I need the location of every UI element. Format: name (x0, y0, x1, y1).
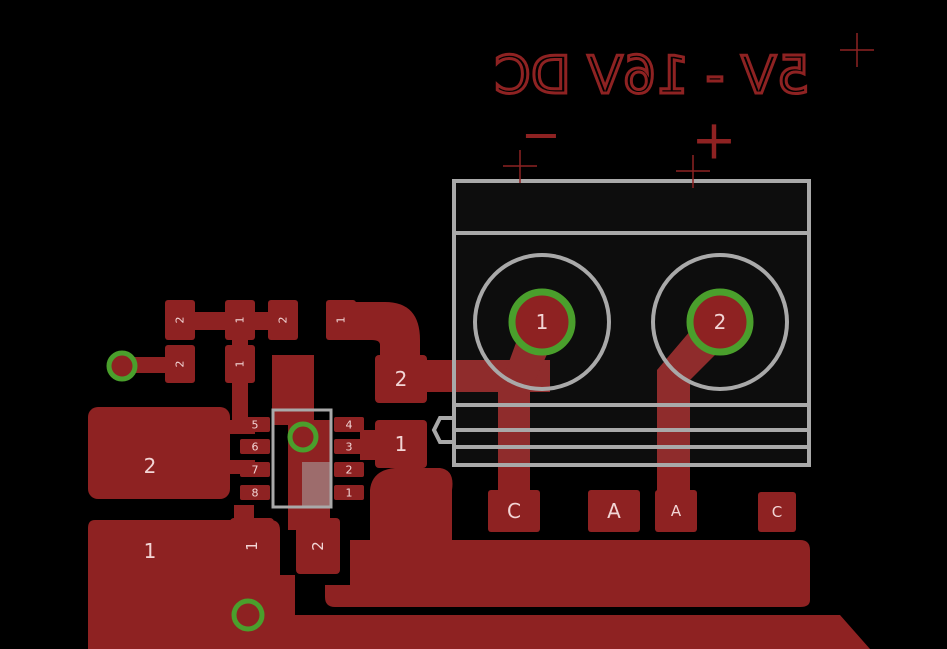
terminal-pad-1-label: 1 (536, 310, 549, 334)
trace-ic-column (272, 355, 314, 425)
pad-top-1-label: 2 (174, 317, 187, 324)
terminal-ring-2 (651, 253, 789, 391)
silkscreen-text: 5V - 16V DC − + (493, 33, 874, 188)
minus-label: − (521, 107, 561, 163)
pad-mid-right-1[interactable] (375, 420, 427, 468)
ic-pin-4-label: 4 (346, 419, 353, 432)
pad-second-1[interactable] (165, 345, 195, 383)
terminal-pad-2-label: 2 (714, 310, 727, 334)
pad-bottom-a-right-label: A (671, 502, 682, 520)
ic-pin-1[interactable] (334, 485, 364, 500)
via-left[interactable] (106, 350, 138, 382)
crosshair-top-right (840, 33, 874, 67)
ic-soic8: 5 6 7 8 4 3 2 1 (240, 408, 364, 509)
ic-pin-6[interactable] (240, 439, 270, 454)
via-ic[interactable] (287, 421, 319, 453)
trace-terminal1-vertical (498, 380, 530, 500)
ground-pour (325, 468, 810, 607)
pad-bottom-a-left[interactable] (588, 490, 640, 532)
trace-terminal2 (657, 310, 735, 500)
pad-top-2-label: 1 (234, 317, 247, 324)
terminal-notch (431, 416, 454, 444)
pad-top-3-label: 2 (277, 317, 290, 324)
pad-bottom-a-right[interactable] (655, 490, 697, 532)
terminal-outline (452, 179, 811, 467)
vias (106, 350, 319, 632)
voltage-label: 5V - 16V DC (494, 46, 809, 106)
pad-bottom-a-left-label: A (607, 499, 621, 523)
ic-pin-1-label: 1 (346, 487, 353, 500)
via-bottom[interactable] (231, 598, 265, 632)
pad-top-4[interactable] (326, 300, 356, 340)
pad-second-2[interactable] (225, 345, 255, 383)
plus-label: + (691, 109, 736, 172)
pad-lower-1[interactable] (230, 518, 274, 574)
terminal-block: 1 2 (431, 179, 811, 467)
pad-mid-right-1-label: 1 (395, 432, 408, 456)
terminal-ring-1 (473, 253, 611, 391)
pad-top-1[interactable] (165, 300, 195, 340)
ic-pin-5[interactable] (240, 417, 270, 432)
pad-mid-right-2-label: 2 (395, 367, 408, 391)
pad-bottom-c-right[interactable] (758, 492, 796, 532)
pad-second-1-label: 2 (174, 361, 187, 368)
crosshair-minus (503, 150, 537, 183)
ic-pin-8[interactable] (240, 485, 270, 500)
ic-pin-3[interactable] (334, 439, 364, 454)
pad-lower-2[interactable] (296, 518, 340, 574)
ground-pour-left (88, 520, 870, 649)
pad-big-left-2-label: 2 (144, 454, 157, 478)
ic-pin-4[interactable] (334, 417, 364, 432)
pad-top-4-label: 1 (335, 317, 348, 324)
pad-lower-1-label: 1 (243, 541, 261, 551)
ic-marker (302, 462, 331, 507)
pad-mid-right-2[interactable] (375, 355, 427, 403)
pad-bottom-c-right-label: C (772, 503, 782, 521)
pad-second-2-label: 1 (234, 361, 247, 368)
pad-bottom-c-left[interactable] (488, 490, 540, 532)
ic-pin-8-label: 8 (252, 487, 259, 500)
pad-big-left-2[interactable] (88, 407, 230, 499)
ic-pin-5-label: 5 (252, 419, 259, 432)
pad-top-3[interactable] (268, 300, 298, 340)
terminal-pad-2[interactable] (686, 288, 754, 356)
pad-top-2[interactable] (225, 300, 255, 340)
terminal-pad-1[interactable] (508, 288, 576, 356)
ic-pin-2[interactable] (334, 462, 364, 477)
ic-pin-6-label: 6 (252, 441, 259, 454)
smd-pads: 2 1 2 1 2 1 2 1 2 1 1 2 C A A (88, 300, 796, 574)
pad-bottom-c-left-label: C (507, 499, 521, 523)
crosshair-plus (676, 155, 710, 188)
ic-pin-3-label: 3 (346, 441, 353, 454)
pad-lower-2-label: 2 (309, 541, 327, 551)
ic-pin-7-label: 7 (252, 464, 259, 477)
pad-big-left-1-label: 1 (144, 539, 157, 563)
ic-pin-7[interactable] (240, 462, 270, 477)
ic-pin-2-label: 2 (346, 464, 353, 477)
